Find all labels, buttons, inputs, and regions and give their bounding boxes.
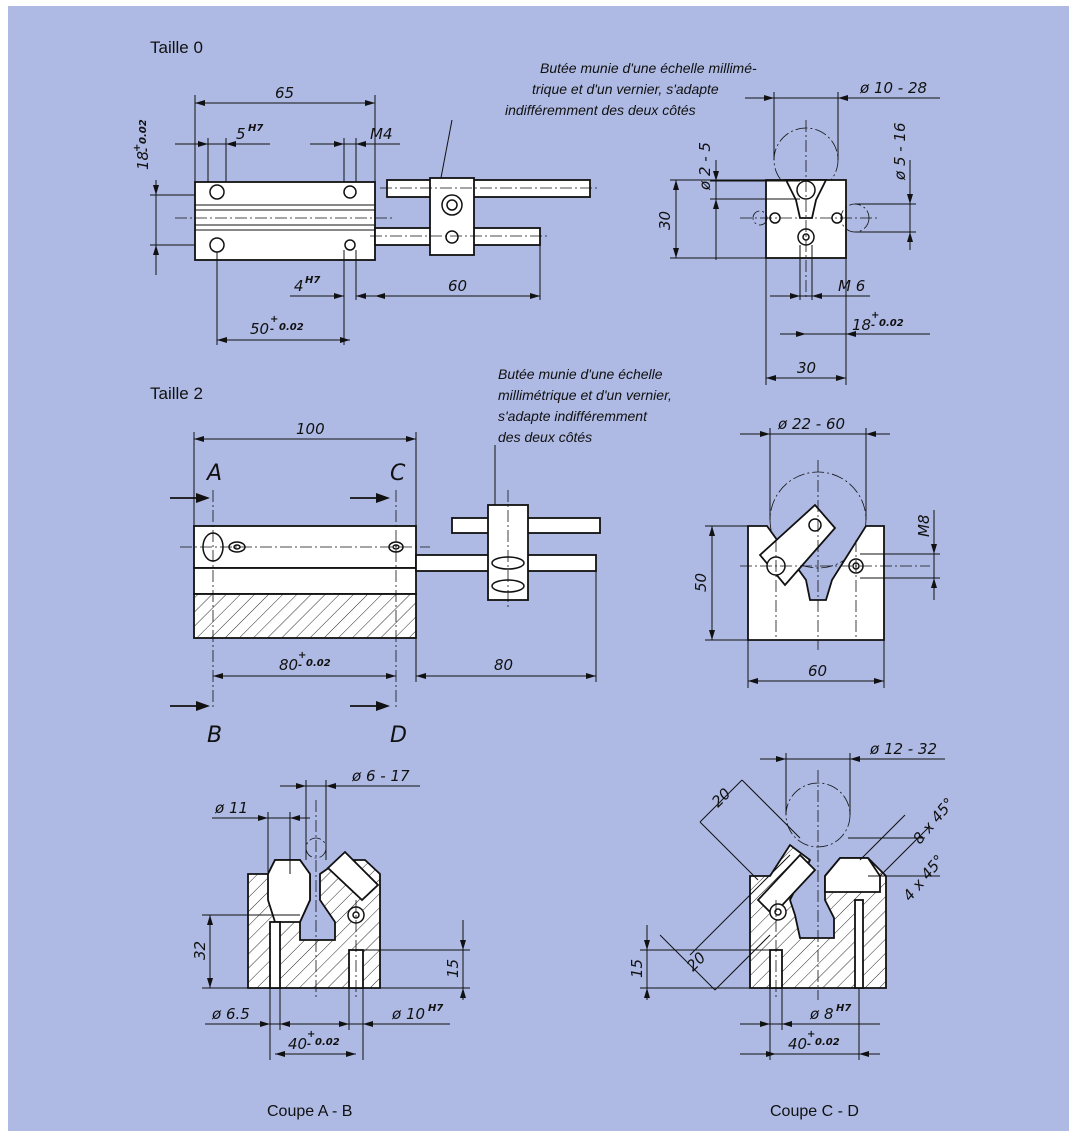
section-cd-dia-range: ø 12 - 32 — [869, 740, 937, 758]
section-ab-dia10: ø 10 — [391, 1005, 425, 1023]
svg-text:0.02: 0.02 — [879, 318, 904, 329]
svg-text:+: + — [807, 1029, 815, 1040]
section-cd-pitch: 40 — [788, 1035, 807, 1053]
section-ab-dia-range: ø 6 - 17 — [351, 767, 410, 785]
size0-note-leader — [439, 119, 453, 184]
size0-dim-hole-fit: 5 — [236, 125, 246, 143]
size0-end-width: 30 — [797, 359, 816, 377]
size0-end-center: 18 — [852, 316, 871, 334]
size2-dim-stop-len: 80 — [494, 656, 513, 674]
svg-text:-: - — [270, 324, 274, 335]
section-ab-dia10-sup: H7 — [428, 1003, 443, 1014]
size0-dim-thread: M4 — [370, 125, 393, 143]
size0-end-dia-range: ø 10 - 28 — [859, 79, 927, 97]
section-cd-dia8: ø 8 — [809, 1005, 834, 1023]
section-ab-view: ø 6 - 17 ø 11 32 15 — [191, 767, 470, 1120]
tol-value: 0.02 — [138, 119, 149, 144]
section-ab-caption: Coupe A - B — [267, 1103, 352, 1120]
section-ab-dia11: ø 11 — [214, 799, 248, 817]
size2-note-line-2: millimétrique et d'un vernier, — [498, 387, 672, 403]
section-ab-dia65: ø 6.5 — [211, 1005, 250, 1023]
svg-text:-: - — [871, 320, 875, 331]
svg-text:0.02: 0.02 — [279, 322, 304, 333]
size2-end-height: 50 — [692, 573, 710, 592]
size0-hole — [209, 237, 225, 253]
size0-end-small-dia: ø 2 - 5 — [696, 142, 714, 191]
svg-text:0.02: 0.02 — [815, 1037, 840, 1048]
svg-text:-: - — [307, 1039, 311, 1050]
svg-text:0.02: 0.02 — [315, 1037, 340, 1048]
tol-minus: - — [141, 148, 152, 152]
size2-end-dia-range: ø 22 - 60 — [777, 415, 845, 433]
size2-note-line-4: des deux côtés — [498, 429, 592, 445]
size2-block-base — [193, 593, 417, 639]
size0-dim-pin-fit-sup: H7 — [305, 275, 320, 286]
size2-end-thread: M8 — [915, 515, 933, 538]
size2-dim-pitch: 80 — [279, 656, 298, 674]
size2-note-line-1: Butée munie d'une échelle — [498, 366, 663, 382]
size0-end-height: 30 — [656, 211, 674, 230]
section-cd-chamfer4: 4 x 45° — [899, 851, 948, 904]
svg-text:+: + — [270, 314, 278, 325]
size0-end-view: ø 10 - 28 ø 2 - 5 30 ø 5 - 16 — [656, 79, 940, 385]
size0-dim-stop-len: 60 — [448, 277, 467, 295]
svg-text:-: - — [298, 660, 302, 671]
svg-text:+: + — [307, 1029, 315, 1040]
tol-plus: + — [132, 144, 143, 152]
size2-note-line-3: s'adapte indifféremment — [498, 408, 648, 424]
svg-text:+: + — [298, 650, 306, 661]
svg-text:+: + — [871, 310, 879, 321]
section-cd-view: ø 12 - 32 20 20 15 8 x 45° — [628, 740, 958, 1120]
size0-dim-height: 18 — [134, 151, 152, 170]
svg-text:0.02: 0.02 — [306, 658, 331, 669]
size0-hole — [343, 185, 357, 199]
section-cd-chamfer8: 8 x 45° — [909, 794, 958, 847]
section-ab-pitch: 40 — [288, 1035, 307, 1053]
size0-scale-bar — [386, 179, 591, 198]
size2-end-width: 60 — [808, 662, 827, 680]
svg-text:-: - — [807, 1039, 811, 1050]
size0-note-line-1: Butée munie d'une échelle millimé- — [540, 60, 757, 76]
section-mark-a: A — [205, 461, 222, 486]
size0-end-thread: M 6 — [838, 277, 865, 295]
size0-note-line-2: trique et d'un vernier, s'adapte — [532, 81, 719, 97]
size0-dim-pin-fit: 4 — [294, 277, 304, 295]
size0-hole — [209, 184, 225, 200]
size0-front-view: Taille 0 Butée munie d'une échelle milli… — [132, 38, 757, 345]
section-mark-d: D — [390, 723, 407, 748]
section-ab-height: 32 — [191, 941, 209, 960]
size0-hole — [344, 239, 356, 251]
size2-end-view: ø 22 - 60 M8 50 60 — [692, 415, 940, 688]
section-cd-d20b: 20 — [683, 949, 709, 975]
size0-note-line-3: indifféremment des deux côtés — [505, 102, 696, 118]
size0-end-side-dia: ø 5 - 16 — [891, 122, 909, 181]
section-mark-c: C — [390, 461, 406, 486]
section-cd-depth: 15 — [628, 959, 646, 978]
section-mark-b: B — [207, 723, 222, 748]
section-ab-depth: 15 — [444, 959, 462, 978]
section-cd-caption: Coupe C - D — [770, 1103, 859, 1120]
size2-dim-length: 100 — [296, 420, 325, 438]
size0-title: Taille 0 — [150, 38, 203, 57]
size0-dim-length: 65 — [275, 84, 294, 102]
size0-dim-hole-fit-sup: H7 — [248, 123, 263, 134]
size0-dim-pitch: 50 — [250, 320, 269, 338]
size2-front-view: Taille 2 Butée munie d'une échelle milli… — [150, 366, 672, 748]
section-cd-d20a: 20 — [708, 785, 734, 811]
size2-title: Taille 2 — [150, 384, 203, 403]
section-cd-dia8-sup: H7 — [836, 1003, 851, 1014]
